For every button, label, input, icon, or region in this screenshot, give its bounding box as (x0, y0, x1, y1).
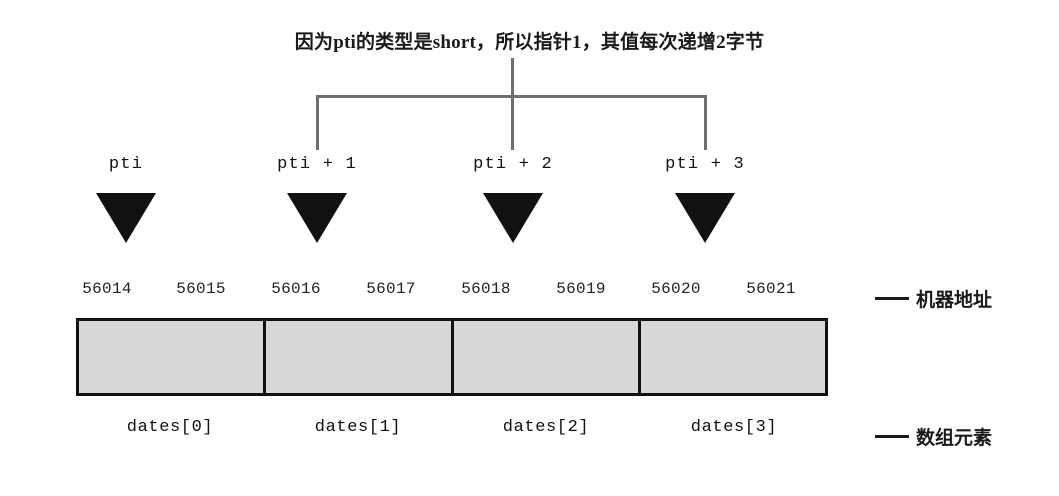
triangle-marker-icon-pti-2 (483, 193, 543, 243)
address-label: 56018 (461, 280, 511, 298)
array-element-label: dates[3] (690, 418, 778, 437)
bracket-vertical-stem (511, 58, 514, 150)
triangle-marker-icon-pti (96, 193, 156, 243)
bracket-leg-left (316, 95, 319, 150)
pointer-label-pti: pti (108, 155, 144, 174)
memory-cell-row (76, 318, 828, 396)
address-label: 56014 (82, 280, 132, 298)
annotation-machine-address: 机器地址 (875, 285, 992, 312)
annotation-label: 机器地址 (916, 290, 993, 311)
memory-cell (266, 321, 454, 393)
dash-connector-icon (875, 435, 909, 438)
address-label: 56016 (271, 280, 321, 298)
annotation-array-element: 数组元素 (875, 423, 992, 450)
address-label: 56019 (556, 280, 606, 298)
memory-cell (79, 321, 267, 393)
address-label: 56015 (176, 280, 226, 298)
pointer-label-pti-3: pti + 3 (665, 155, 745, 174)
memory-cell (453, 321, 641, 393)
dash-connector-icon (875, 297, 909, 300)
array-element-label: dates[1] (314, 418, 402, 437)
address-label: 56020 (651, 280, 701, 298)
address-label: 56017 (366, 280, 416, 298)
pointer-label-pti-2: pti + 2 (473, 155, 553, 174)
triangle-marker-icon-pti-1 (287, 193, 347, 243)
array-element-label: dates[0] (126, 418, 214, 437)
address-label: 56021 (746, 280, 796, 298)
pointer-label-pti-1: pti + 1 (277, 155, 357, 174)
memory-cell (640, 321, 825, 393)
bracket-leg-right (704, 95, 707, 150)
annotation-label: 数组元素 (916, 428, 993, 449)
bracket-horizontal-bar (316, 95, 707, 98)
diagram-caption: 因为pti的类型是short，所以指针1，其值每次递增2字节 (294, 32, 765, 53)
array-element-label: dates[2] (502, 418, 590, 437)
triangle-marker-icon-pti-3 (675, 193, 735, 243)
